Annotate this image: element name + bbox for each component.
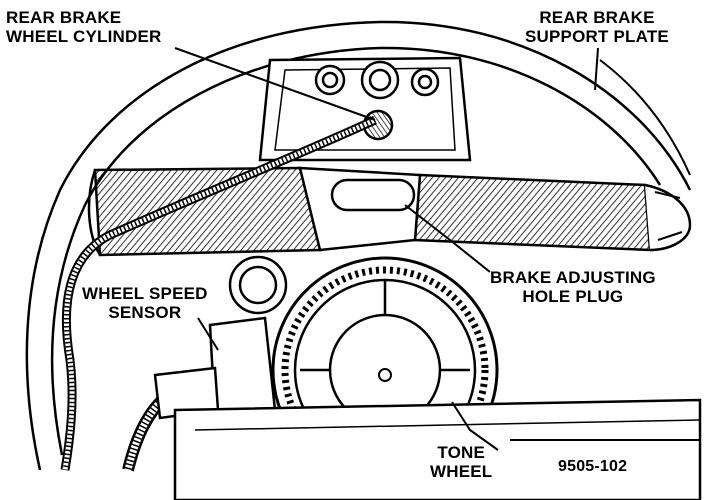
- hole-plug: [298, 166, 422, 252]
- brake-shoe-right: [413, 173, 692, 252]
- brake-shoe-left: [87, 166, 322, 257]
- axle-housing: [173, 398, 702, 500]
- leader-lines: [174, 47, 700, 451]
- support-plate: [25, 20, 692, 471]
- wheel-cylinder: [258, 56, 472, 162]
- label-tone-wheel: TONE WHEEL: [430, 443, 493, 481]
- brake-line: [60, 115, 377, 471]
- label-brake-adjusting-hole-plug: BRAKE ADJUSTING HOLE PLUG: [490, 268, 656, 306]
- label-rear-brake-wheel-cylinder: REAR BRAKE WHEEL CYLINDER: [6, 8, 162, 46]
- label-rear-brake-support-plate: REAR BRAKE SUPPORT PLATE: [525, 8, 669, 46]
- wheel-speed-sensor: [153, 316, 277, 420]
- figure-number: 9505-102: [558, 458, 628, 475]
- label-wheel-speed-sensor: WHEEL SPEED SENSOR: [82, 284, 208, 322]
